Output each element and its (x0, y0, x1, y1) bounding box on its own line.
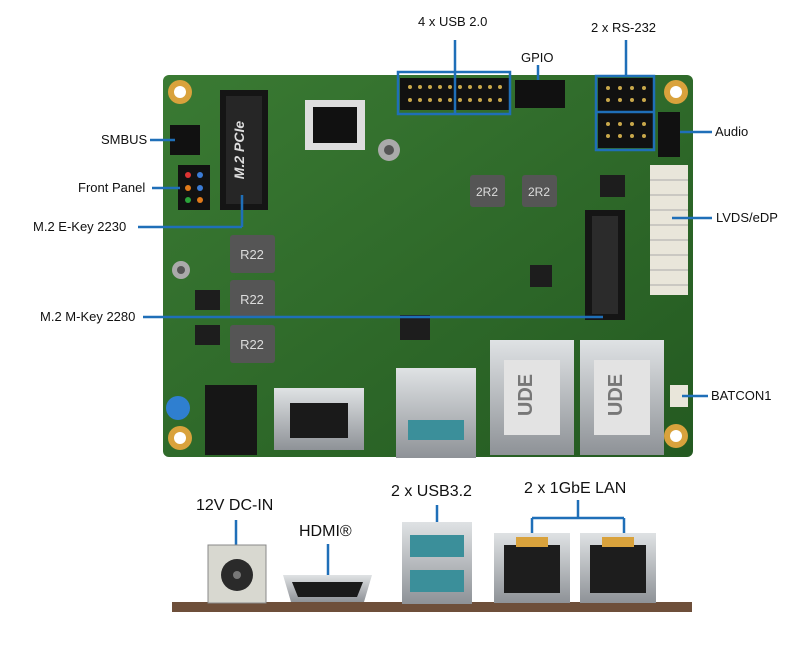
io-lan (494, 533, 656, 603)
front-panel-header (178, 165, 210, 210)
label-smbus: SMBUS (101, 132, 148, 147)
label-rs232: 2 x RS-232 (591, 20, 657, 35)
board-usb32-port (396, 368, 476, 458)
svg-text:2R2: 2R2 (476, 185, 498, 199)
label-batcon: BATCON1 (711, 388, 772, 403)
lvds-connector (650, 165, 688, 295)
m2-e-key-slot: M.2 PCIe (220, 90, 268, 210)
io-usb32 (402, 522, 472, 604)
label-m2-e-key: M.2 E-Key 2230 (33, 219, 127, 234)
svg-text:R22: R22 (240, 337, 264, 352)
io-hdmi (283, 575, 372, 602)
inductors: R22 R22 R22 2R2 2R2 (230, 175, 557, 363)
m2-slot-label: M.2 PCIe (231, 121, 247, 180)
io-dc-jack (207, 544, 267, 604)
audio-header (658, 112, 680, 157)
label-m2-m-key: M.2 M-Key 2280 (40, 309, 136, 324)
capacitor (166, 396, 190, 420)
label-usb32: 2 x USB3.2 (391, 483, 472, 500)
gpio-header (515, 80, 565, 108)
label-usb20: 4 x USB 2.0 (418, 14, 488, 29)
label-lan: 2 x 1GbE LAN (524, 480, 627, 497)
label-lvds: LVDS/eDP (716, 210, 778, 225)
callout-lines (138, 40, 712, 580)
label-audio: Audio (715, 124, 749, 139)
board-rj45-ports: UDE UDE (490, 340, 664, 455)
label-dc-in: 12V DC-IN (196, 497, 274, 514)
io-bracket-bar (172, 602, 692, 612)
label-front-panel: Front Panel (78, 180, 146, 195)
mounting-holes (168, 80, 688, 450)
batcon-connector (670, 385, 688, 407)
ic-chips (195, 175, 625, 345)
svg-text:R22: R22 (240, 247, 264, 262)
svg-text:R22: R22 (240, 292, 264, 307)
svg-text:2R2: 2R2 (528, 185, 550, 199)
svg-text:UDE: UDE (515, 374, 537, 416)
label-gpio: GPIO (521, 50, 554, 65)
label-hdmi: HDMI® (299, 523, 352, 540)
svg-text:UDE: UDE (605, 374, 627, 416)
board-dc-jack (205, 385, 257, 455)
